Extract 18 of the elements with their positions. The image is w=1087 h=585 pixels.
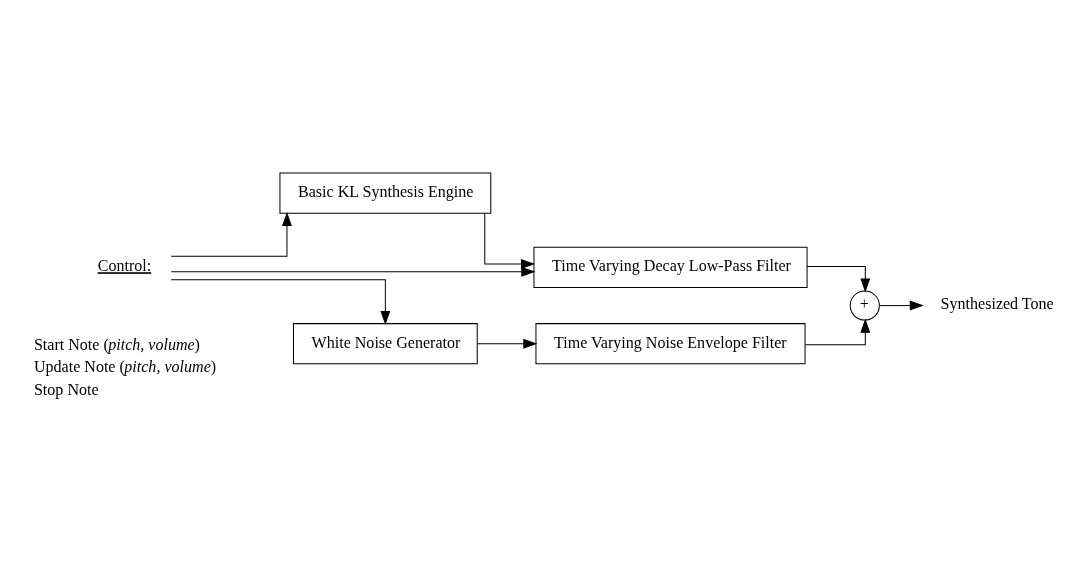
node-box: White Noise Generator: [293, 322, 478, 364]
arrow: [170, 278, 391, 324]
node-text: Control:: [97, 256, 152, 274]
node-box: Time Varying Decay Low-Pass Filter: [533, 246, 808, 288]
label: Stop Note: [33, 380, 99, 398]
node-box: Basic KL Synthesis Engine: [279, 172, 492, 214]
node-circle: +: [849, 290, 880, 321]
arrow: [806, 265, 870, 291]
arrow: [879, 300, 923, 310]
arrow: [804, 319, 870, 345]
node-box: Time Varying Noise Envelope Filter: [535, 322, 806, 364]
arrow: [477, 338, 537, 348]
arrow: [170, 212, 292, 257]
node-text: Synthesized Tone: [940, 294, 1054, 312]
label: Start Note (pitch, volume): [33, 335, 200, 353]
arrow: [484, 212, 535, 269]
label: Update Note (pitch, volume): [33, 357, 216, 375]
arrow: [170, 266, 535, 277]
